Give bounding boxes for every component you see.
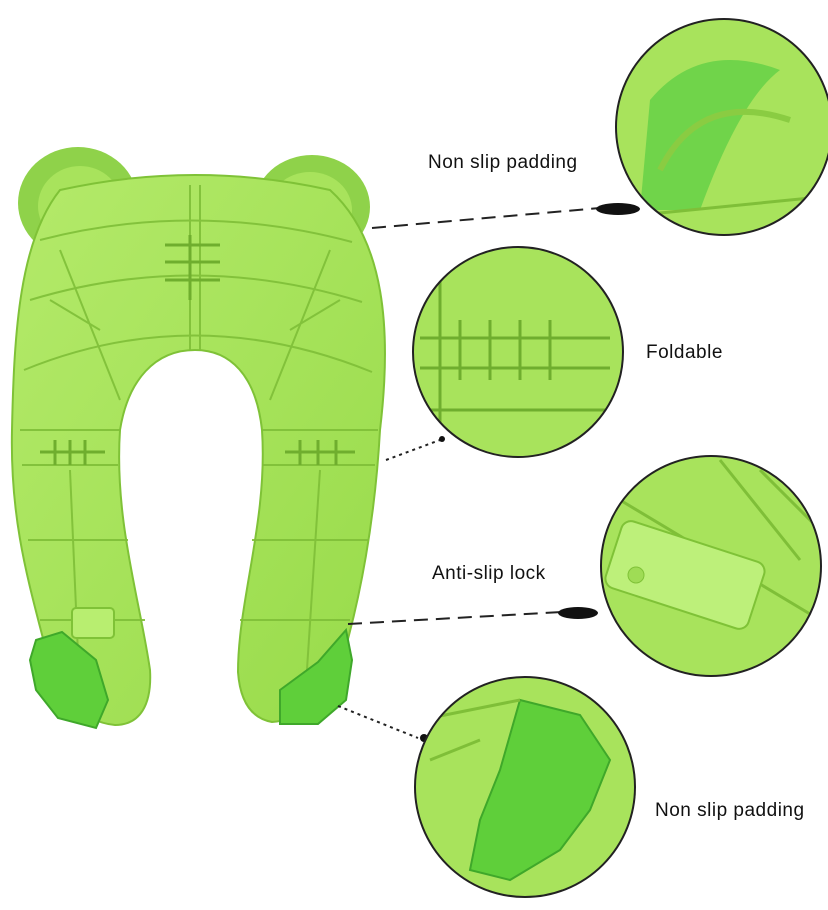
callout-label-foldable: Foldable [646, 342, 723, 363]
lock-tab [71, 607, 115, 639]
hinge-right [285, 440, 355, 465]
detail-foot-pad [414, 676, 636, 898]
left-foot-pad [28, 630, 110, 730]
callout-label-foot-padding: Non slip padding [655, 800, 805, 821]
callout-label-ear-padding: Non slip padding [428, 152, 578, 173]
hinge-top [165, 235, 220, 300]
detail-ear-pad [615, 18, 828, 236]
potty-seat [10, 147, 386, 730]
hinge-left [40, 440, 105, 465]
callout-connectors [337, 207, 601, 739]
callout-label-anti-slip-lock: Anti-slip lock [432, 563, 546, 584]
detail-hinge [412, 246, 624, 458]
right-foot-pad [279, 627, 354, 725]
detail-lock [600, 455, 822, 677]
